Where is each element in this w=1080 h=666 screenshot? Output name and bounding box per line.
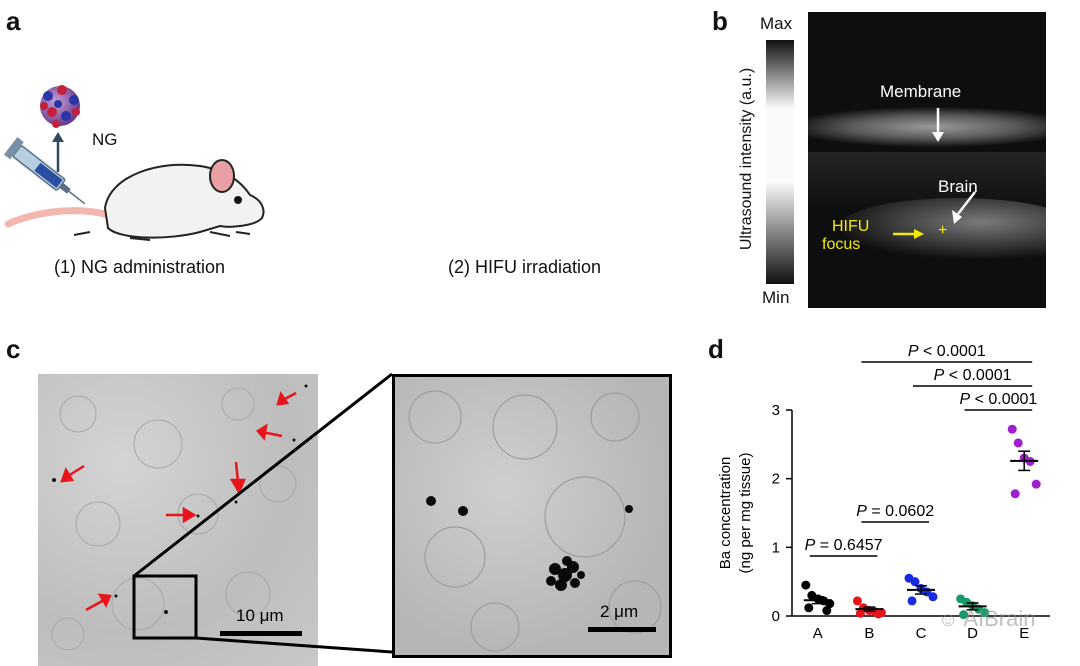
comparison-p-value: P = 0.6457 [805, 537, 883, 554]
comparison-p-value: P < 0.0001 [959, 391, 1037, 408]
panel-c: c 10 μm [0, 330, 700, 666]
data-point [959, 610, 969, 620]
panel-letter-a: a [6, 6, 21, 36]
hifu-focus-mark: + [938, 222, 948, 239]
data-point [928, 592, 938, 602]
wechat-icon: ☺ [938, 609, 959, 631]
intensity-colorbar [766, 40, 794, 284]
scale-axis-label: Ultrasound intensity (a.u.) [738, 67, 755, 251]
tem-image-high-mag [392, 374, 672, 658]
scale-min-label: Min [762, 288, 790, 307]
scale-bar-2um [588, 627, 656, 632]
step-1-caption: (1) NG administration [54, 257, 226, 277]
p-value-text: < 0.0001 [919, 343, 986, 360]
p-symbol: P [908, 343, 919, 360]
panel-letter-b: b [712, 6, 728, 36]
panel-letter-d: d [708, 334, 724, 364]
arrow-up-icon [52, 132, 64, 172]
y-tick-label: 0 [772, 608, 780, 625]
p-value-text: = 0.0602 [867, 503, 934, 520]
y-axis-label-line2: (ng per mg tissue) [737, 453, 754, 574]
data-point [1031, 479, 1041, 489]
scale-label-2um: 2 μm [600, 602, 639, 621]
p-symbol: P [934, 367, 945, 384]
mouse-1-illustration [4, 159, 265, 241]
nanogel-icon [40, 85, 80, 128]
y-axis-label-line1: Ba concentration [717, 457, 734, 570]
ultrasound-image: Membrane Brain HIFU focus + [808, 12, 1046, 308]
p-value-text: = 0.6457 [815, 537, 882, 554]
data-point [855, 608, 865, 618]
comparison-p-value: P = 0.0602 [856, 503, 934, 520]
panel-b: b Max Min Ultrasound intensity (a.u.) Me… [712, 0, 1080, 320]
data-point [1010, 489, 1020, 499]
y-tick-label: 1 [772, 539, 780, 556]
syringe-icon [3, 137, 86, 205]
comparison-p-value: P < 0.0001 [934, 367, 1012, 384]
data-point [910, 577, 920, 587]
data-point [825, 599, 835, 609]
data-point [801, 580, 811, 590]
data-point [873, 609, 883, 619]
data-point [822, 606, 832, 616]
y-tick-label: 2 [772, 471, 780, 488]
y-tick-label: 3 [772, 402, 780, 419]
watermark-label: AIBrain [963, 606, 1036, 631]
p-symbol: P [856, 503, 867, 520]
scale-bar-10um [220, 631, 302, 636]
membrane-label: Membrane [880, 82, 962, 101]
watermark-text: ☺ AIBrain [938, 606, 1035, 632]
hifu-label-line1: HIFU [832, 218, 870, 235]
data-point [980, 608, 990, 618]
data-point [852, 596, 862, 606]
p-symbol: P [805, 537, 816, 554]
scale-label-10um: 10 μm [236, 606, 284, 625]
hifu-label-line2: focus [822, 236, 861, 253]
panel-a: a [0, 0, 700, 320]
x-tick-label: B [864, 625, 874, 642]
step-2-caption: (2) HIFU irradiation [448, 257, 602, 277]
ng-label: NG [92, 130, 118, 149]
panel-d: d 0 1 2 3 Ba concentration(ng per mg tissue)… [700, 330, 1080, 664]
tem-image-low-mag [38, 374, 318, 666]
x-tick-label: D [967, 625, 978, 642]
x-tick-label: C [916, 625, 927, 642]
panel-letter-c: c [6, 334, 21, 364]
data-point [907, 596, 917, 606]
p-symbol: P [959, 391, 970, 408]
x-tick-label: E [1019, 625, 1029, 642]
p-value-text: < 0.0001 [944, 367, 1011, 384]
brain-label: Brain [938, 177, 978, 196]
data-point [1007, 424, 1017, 434]
x-tick-label: A [813, 625, 823, 642]
data-point [804, 603, 814, 613]
ba-concentration-chart: 0 1 2 3 Ba concentration(ng per mg tissue) A B… [717, 343, 1050, 642]
comparison-p-value: P < 0.0001 [908, 343, 986, 360]
scale-max-label: Max [760, 14, 793, 33]
data-point [1013, 438, 1023, 448]
panel-a-illustration [3, 85, 265, 241]
p-value-text: < 0.0001 [970, 391, 1037, 408]
